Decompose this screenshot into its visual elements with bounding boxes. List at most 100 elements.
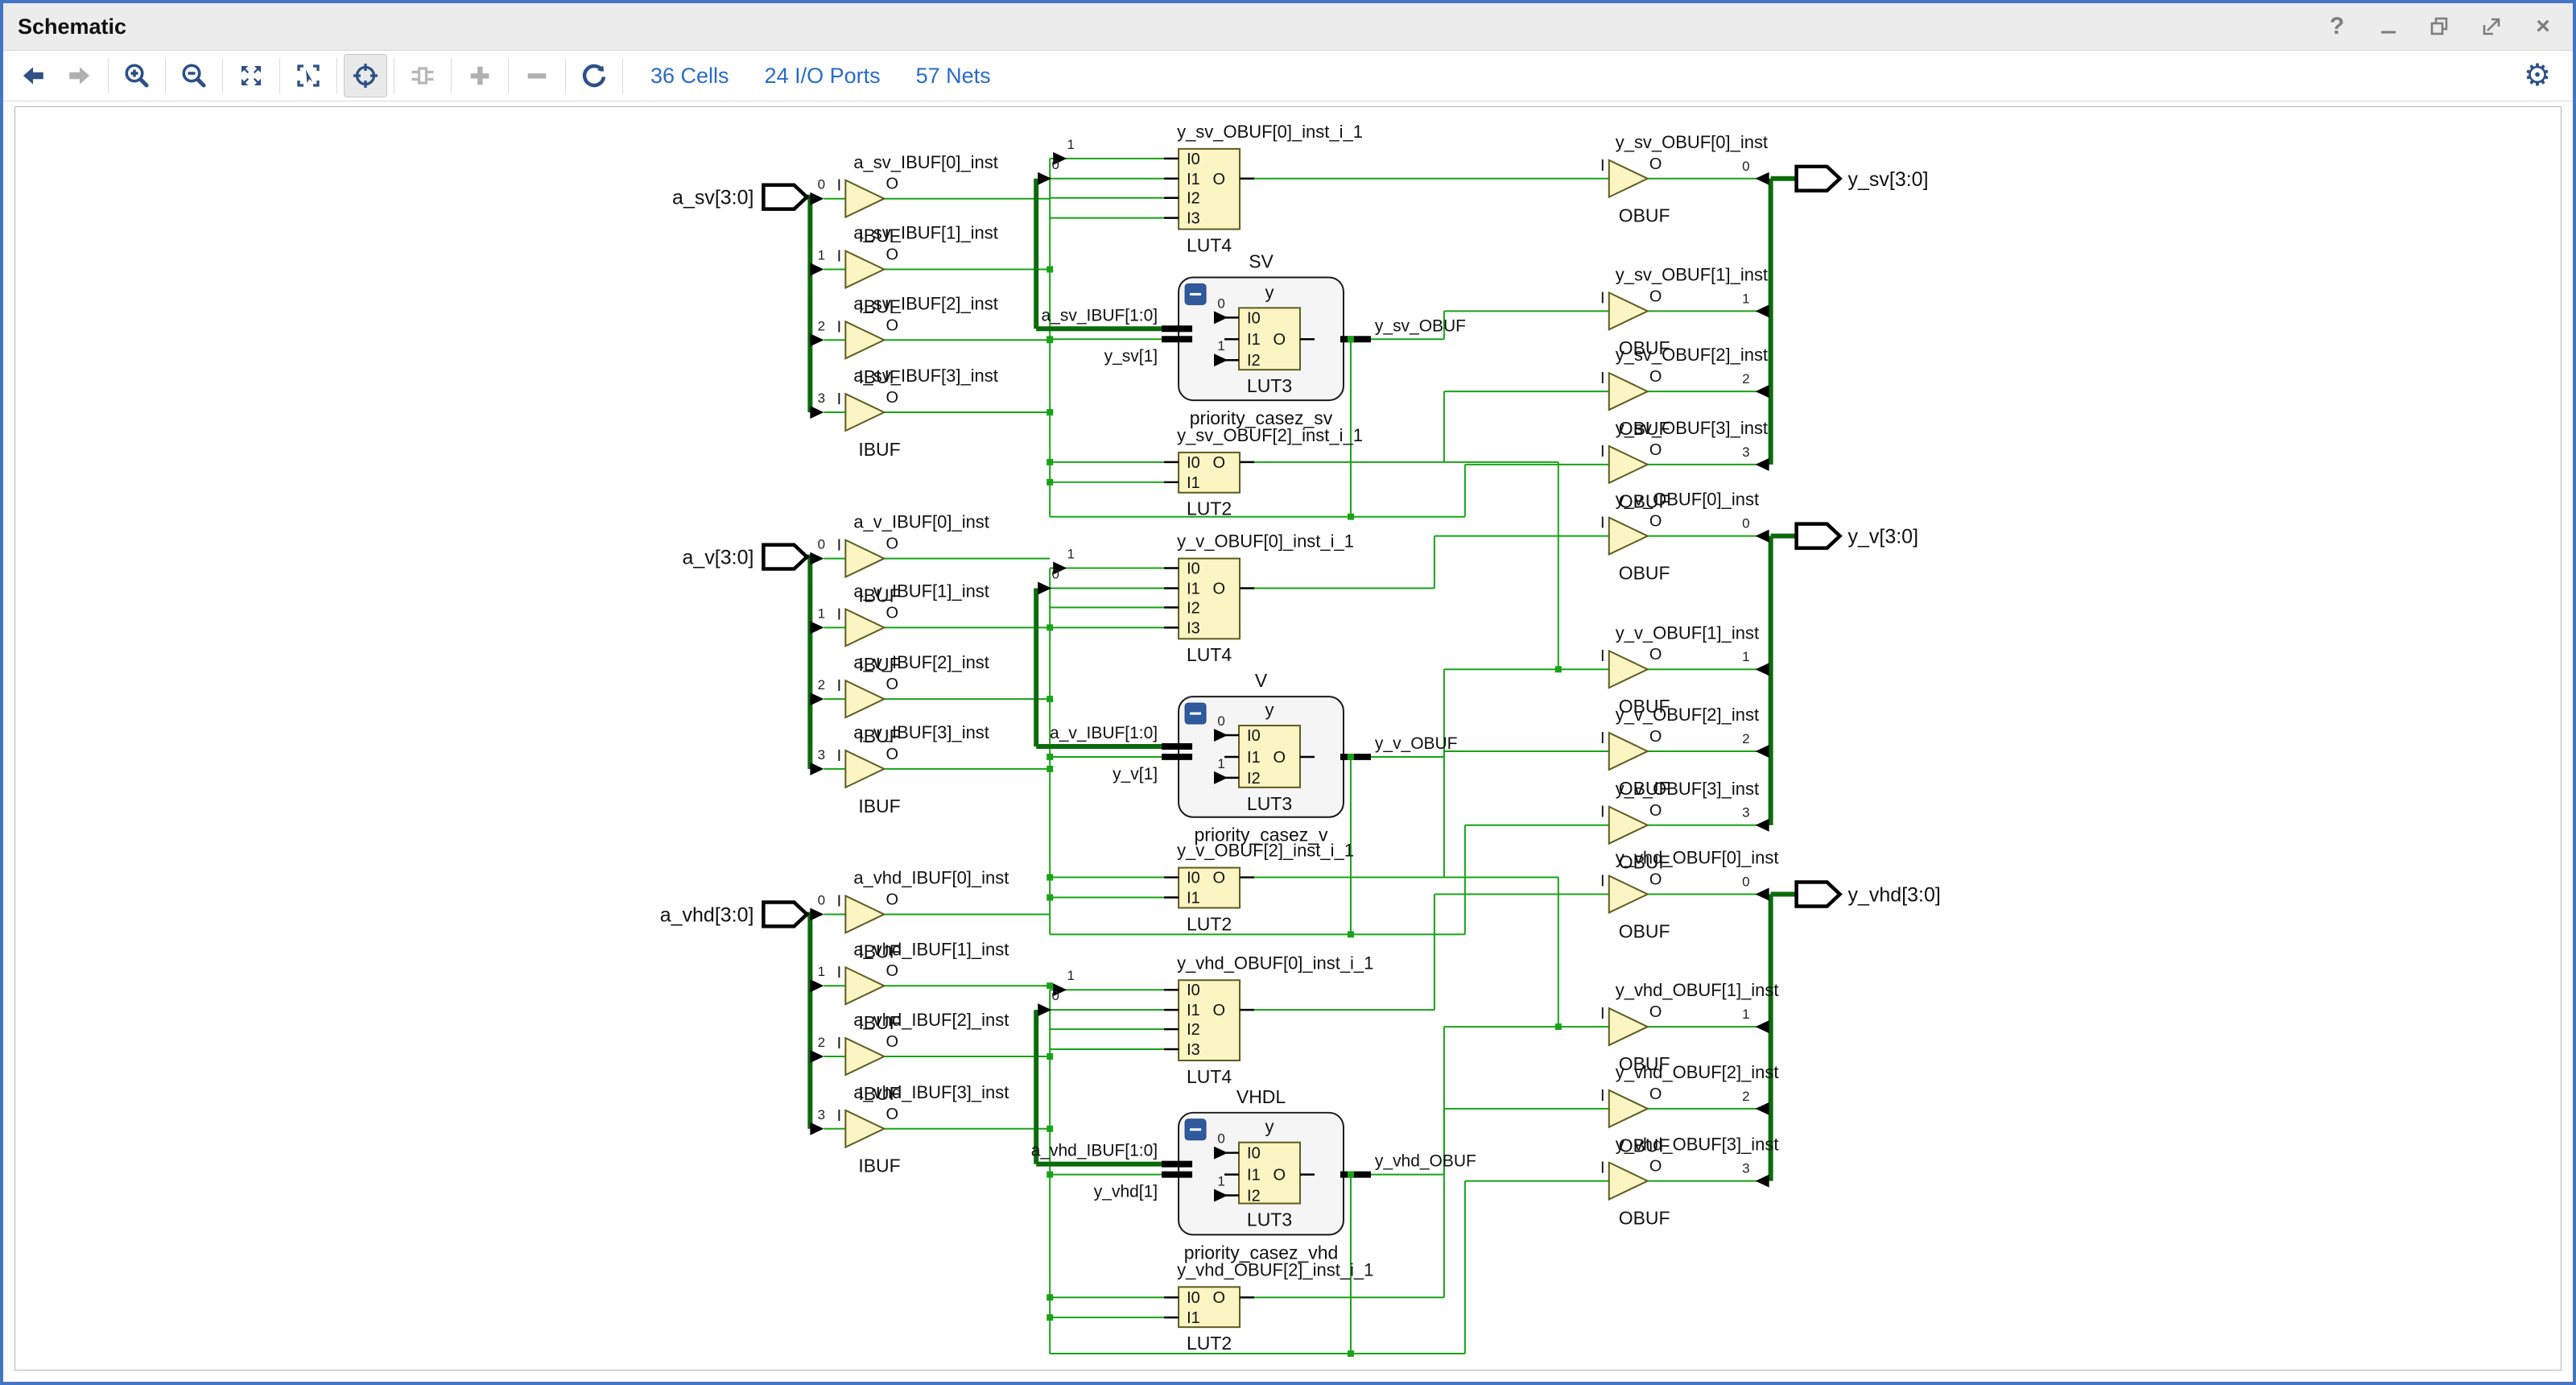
label: I bbox=[837, 537, 842, 555]
buffer-shape[interactable] bbox=[1609, 1008, 1648, 1045]
buffer-shape[interactable] bbox=[1609, 1163, 1648, 1200]
restore-icon[interactable] bbox=[2426, 10, 2454, 43]
buffer-shape[interactable] bbox=[845, 180, 884, 217]
buffer-shape[interactable] bbox=[1609, 446, 1648, 483]
port-y_v[3:0][interactable] bbox=[1797, 524, 1840, 548]
zoom-out-button[interactable] bbox=[172, 54, 216, 97]
cell-a_sv_IBUF[3]_inst[interactable] bbox=[845, 394, 884, 431]
label: LUT4 bbox=[1187, 644, 1232, 665]
settings-gear-icon[interactable]: ⚙ bbox=[2516, 54, 2558, 96]
label: 3 bbox=[818, 391, 825, 406]
port-y_sv[3:0][interactable] bbox=[1797, 167, 1840, 191]
minimize-icon[interactable] bbox=[2375, 10, 2402, 43]
label: LUT3 bbox=[1247, 375, 1292, 396]
cell-a_vhd_IBUF[3]_inst[interactable] bbox=[845, 1110, 884, 1147]
schematic-svg[interactable]: I0I1I2I3OI0I1I2OI0I1OI0I1I2I3OI0I1I2OI0I… bbox=[15, 107, 2561, 1370]
cell-y_v_OBUF[2]_inst_i_1[interactable]: I0I1O bbox=[1164, 868, 1254, 908]
net-junction bbox=[1046, 1172, 1053, 1178]
cell-a_sv_IBUF[1]_inst[interactable] bbox=[845, 251, 884, 288]
label: O bbox=[886, 535, 899, 553]
forward-button[interactable] bbox=[58, 54, 101, 97]
cell-y_sv_OBUF[2]_inst_i_1[interactable]: I0I1O bbox=[1164, 453, 1254, 493]
cells-link[interactable]: 36 Cells bbox=[650, 64, 729, 89]
buffer-shape[interactable] bbox=[1609, 876, 1648, 913]
buffer-shape[interactable] bbox=[1609, 518, 1648, 555]
cell-y_vhd_OBUF[2]_inst_i_1[interactable]: I0I1O bbox=[1164, 1287, 1254, 1327]
port-a_vhd[3:0][interactable] bbox=[763, 902, 807, 926]
cell-y_sv_OBUF[0]_inst_i_1[interactable]: I0I1I2I3O bbox=[1164, 149, 1254, 229]
nets-link[interactable]: 57 Nets bbox=[916, 64, 991, 89]
label: a_v_IBUF[2]_inst bbox=[853, 652, 989, 672]
net-tap-icon bbox=[810, 263, 824, 276]
float-icon[interactable] bbox=[2478, 10, 2505, 43]
label: a_vhd_IBUF[1:0] bbox=[1031, 1142, 1158, 1160]
cell-y_sv_OBUF[3]_inst[interactable] bbox=[1609, 446, 1648, 483]
schematic-canvas[interactable]: I0I1I2I3OI0I1I2OI0I1OI0I1I2I3OI0I1I2OI0I… bbox=[14, 106, 2562, 1371]
buffer-shape[interactable] bbox=[845, 321, 884, 358]
cell-a_v_IBUF[3]_inst[interactable] bbox=[845, 750, 884, 788]
port-a_sv[3:0][interactable] bbox=[763, 185, 807, 209]
port-a_v[3:0][interactable] bbox=[763, 545, 807, 569]
buffer-shape[interactable] bbox=[1609, 292, 1648, 329]
label: IBUF bbox=[858, 439, 900, 460]
help-icon[interactable]: ? bbox=[2323, 10, 2351, 43]
cell-y_v_OBUF[1]_inst[interactable] bbox=[1609, 651, 1648, 688]
buffer-shape[interactable] bbox=[845, 896, 884, 933]
cell-y_vhd_OBUF[0]_inst_i_1[interactable]: I0I1I2I3O bbox=[1164, 980, 1254, 1060]
cell-y_vhd_OBUF[3]_inst[interactable] bbox=[1609, 1163, 1648, 1200]
autofit-selection-button[interactable] bbox=[344, 54, 387, 97]
cell-y_vhd_OBUF[0]_inst[interactable] bbox=[1609, 876, 1648, 913]
port-y_vhd[3:0][interactable] bbox=[1797, 883, 1840, 907]
label: y_vhd_OBUF[2]_inst_i_1 bbox=[1177, 1259, 1373, 1280]
io-ports-link[interactable]: 24 I/O Ports bbox=[765, 64, 881, 89]
zoom-fit-button[interactable] bbox=[229, 54, 273, 97]
net-tap-icon bbox=[810, 1122, 824, 1135]
buffer-shape[interactable] bbox=[845, 750, 884, 788]
buffer-shape[interactable] bbox=[845, 1038, 884, 1075]
buffer-shape[interactable] bbox=[1609, 160, 1648, 197]
buffer-shape[interactable] bbox=[1609, 651, 1648, 688]
regenerate-button[interactable] bbox=[572, 54, 616, 97]
buffer-shape[interactable] bbox=[1609, 807, 1648, 844]
buffer-shape[interactable] bbox=[845, 609, 884, 646]
cell-a_vhd_IBUF[0]_inst[interactable] bbox=[845, 896, 884, 933]
buffer-shape[interactable] bbox=[1609, 373, 1648, 410]
buffer-shape[interactable] bbox=[845, 394, 884, 431]
cell-y_sv_OBUF[0]_inst[interactable] bbox=[1609, 160, 1648, 197]
close-icon[interactable]: × bbox=[2529, 10, 2557, 43]
back-button[interactable] bbox=[11, 54, 55, 97]
buffer-shape[interactable] bbox=[845, 540, 884, 577]
label: y_v_OBUF bbox=[1375, 734, 1458, 753]
cell-y_sv_OBUF[1]_inst[interactable] bbox=[1609, 292, 1648, 329]
zoom-in-button[interactable] bbox=[115, 54, 159, 97]
buffer-shape[interactable] bbox=[1609, 733, 1648, 770]
cell-y_v_OBUF[0]_inst_i_1[interactable]: I0I1I2I3O bbox=[1164, 559, 1254, 639]
label: 0 bbox=[1742, 159, 1749, 174]
buffer-shape[interactable] bbox=[1609, 1090, 1648, 1127]
label: O bbox=[1649, 646, 1662, 664]
label: IBUF bbox=[858, 1156, 900, 1176]
cell-a_sv_IBUF[0]_inst[interactable] bbox=[845, 180, 884, 217]
cell-a_vhd_IBUF[2]_inst[interactable] bbox=[845, 1038, 884, 1075]
cell-a_v_IBUF[2]_inst[interactable] bbox=[845, 680, 884, 717]
cell-y_vhd_OBUF[2]_inst[interactable] bbox=[1609, 1090, 1648, 1127]
cell-y_v_OBUF[3]_inst[interactable] bbox=[1609, 807, 1648, 844]
cell-y_sv_OBUF[2]_inst[interactable] bbox=[1609, 373, 1648, 410]
zoom-selection-button[interactable] bbox=[287, 54, 330, 97]
cell-a_v_IBUF[1]_inst[interactable] bbox=[845, 609, 884, 646]
label: y_vhd_OBUF bbox=[1375, 1152, 1476, 1171]
buffer-shape[interactable] bbox=[845, 251, 884, 288]
toolbar-divider bbox=[222, 58, 223, 93]
label: OBUF bbox=[1619, 563, 1670, 584]
cell-a_sv_IBUF[2]_inst[interactable] bbox=[845, 321, 884, 358]
cell-y_vhd_OBUF[1]_inst[interactable] bbox=[1609, 1008, 1648, 1045]
cell-y_v_OBUF[2]_inst[interactable] bbox=[1609, 733, 1648, 770]
buffer-shape[interactable] bbox=[845, 1110, 884, 1147]
buffer-shape[interactable] bbox=[845, 967, 884, 1004]
buffer-shape[interactable] bbox=[845, 680, 884, 717]
label: SV bbox=[1249, 251, 1274, 272]
label: y_v_OBUF[3]_inst bbox=[1616, 779, 1759, 799]
cell-a_v_IBUF[0]_inst[interactable] bbox=[845, 540, 884, 577]
cell-y_v_OBUF[0]_inst[interactable] bbox=[1609, 518, 1648, 555]
cell-a_vhd_IBUF[1]_inst[interactable] bbox=[845, 967, 884, 1004]
